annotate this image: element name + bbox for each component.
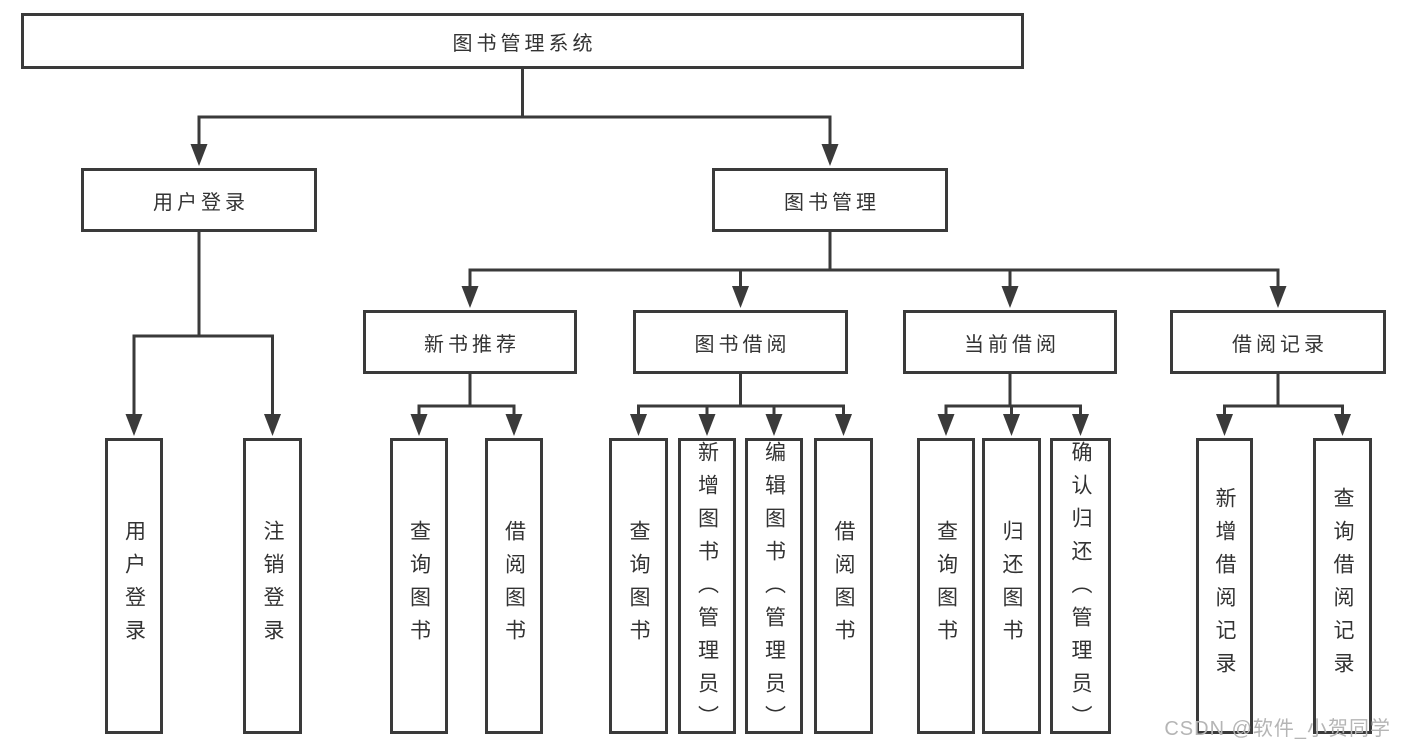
- node-label: 用户登录: [153, 191, 249, 214]
- arrowhead: [1334, 414, 1351, 436]
- arrowhead: [1072, 414, 1089, 436]
- arrowhead: [835, 414, 852, 436]
- node-leaf-cb-query: 查询图书: [917, 438, 975, 734]
- arrowhead: [937, 414, 955, 436]
- node-label: 查询图书: [627, 520, 650, 652]
- node-label: 借阅记录: [1232, 333, 1328, 356]
- node-user-login: 用户登录: [81, 168, 317, 232]
- node-label: 新增借阅记录: [1213, 487, 1236, 685]
- node-label: 借阅图书: [832, 520, 855, 652]
- arrowhead: [1001, 286, 1019, 308]
- node-leaf-bb-add: 新增图书（管理员）: [678, 438, 736, 738]
- arrowhead: [461, 286, 479, 308]
- arrowhead: [190, 144, 208, 166]
- node-leaf-bb-borrow: 借阅图书: [814, 438, 873, 734]
- node-root: 图书管理系统: [21, 13, 1024, 69]
- arrowhead: [630, 414, 647, 436]
- arrowhead: [125, 414, 143, 436]
- node-leaf-cb-return: 归还图书: [982, 438, 1041, 734]
- node-book-mgmt: 图书管理: [712, 168, 948, 232]
- node-label: 新书推荐: [424, 333, 520, 356]
- node-label: 新增图书（管理员）: [695, 441, 719, 738]
- node-label: 归还图书: [1000, 520, 1023, 652]
- node-label: 注销登录: [261, 520, 284, 652]
- node-new-book-rec: 新书推荐: [363, 310, 577, 374]
- watermark: CSDN @软件_小贺同学: [1164, 718, 1391, 740]
- node-label: 图书管理系统: [452, 32, 597, 55]
- arrowhead: [698, 414, 716, 436]
- node-label: 图书管理: [784, 191, 880, 214]
- node-leaf-bb-edit: 编辑图书（管理员）: [745, 438, 803, 738]
- node-label: 查询借阅记录: [1331, 487, 1354, 685]
- node-leaf-br-add: 新增借阅记录: [1196, 438, 1253, 734]
- node-book-borrow: 图书借阅: [633, 310, 848, 374]
- arrowhead: [732, 286, 749, 308]
- node-leaf-cb-confirm: 确认归还（管理员）: [1050, 438, 1111, 738]
- node-current-borrow: 当前借阅: [903, 310, 1117, 374]
- node-label: 查询图书: [407, 520, 431, 652]
- arrowhead: [505, 414, 523, 436]
- arrowhead: [264, 414, 281, 436]
- arrowhead: [765, 414, 783, 436]
- node-leaf-user-login: 用户登录: [105, 438, 163, 734]
- arrowhead: [1003, 414, 1020, 436]
- arrowhead: [1269, 286, 1287, 308]
- node-leaf-bb-query: 查询图书: [609, 438, 668, 734]
- node-borrow-record: 借阅记录: [1170, 310, 1386, 374]
- arrowhead: [1216, 414, 1233, 436]
- node-leaf-br-query: 查询借阅记录: [1313, 438, 1372, 734]
- arrowhead: [410, 414, 428, 436]
- node-label: 借阅图书: [502, 520, 526, 652]
- node-leaf-rec-query: 查询图书: [390, 438, 448, 734]
- arrowhead: [821, 144, 839, 166]
- node-label: 当前借阅: [964, 333, 1060, 356]
- node-label: 编辑图书（管理员）: [762, 441, 786, 738]
- node-label: 图书借阅: [694, 333, 791, 356]
- node-label: 查询图书: [934, 520, 958, 652]
- node-leaf-user-logout: 注销登录: [243, 438, 302, 734]
- node-label: 用户登录: [122, 520, 146, 652]
- node-leaf-rec-borrow: 借阅图书: [485, 438, 543, 734]
- node-label: 确认归还（管理员）: [1069, 441, 1092, 738]
